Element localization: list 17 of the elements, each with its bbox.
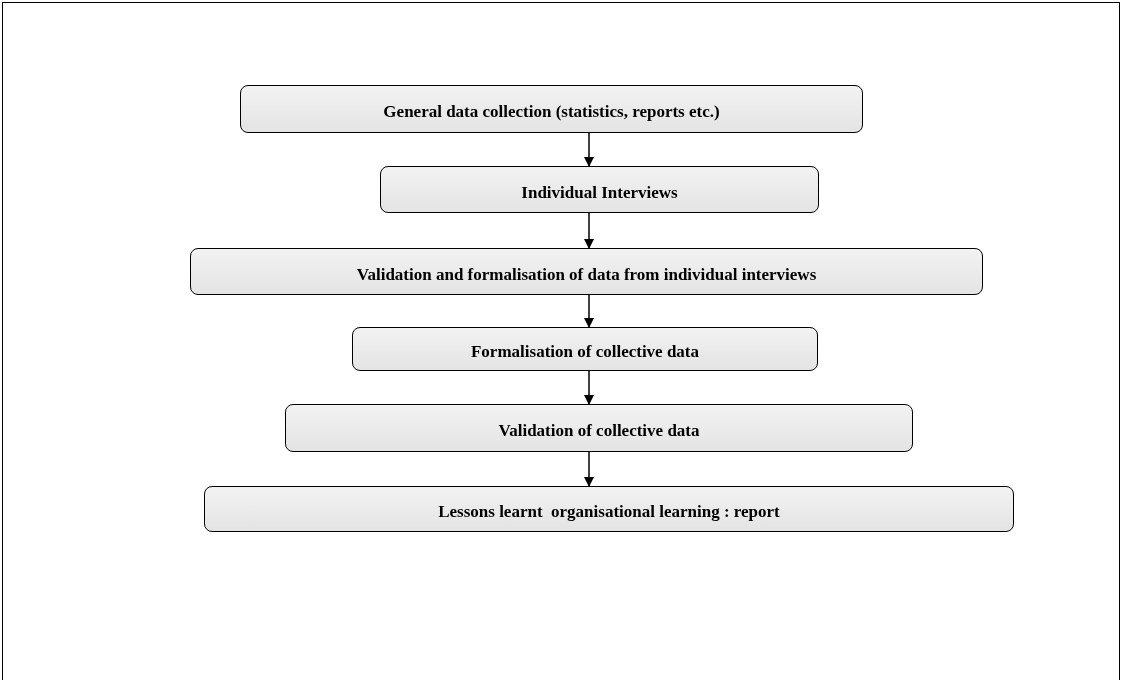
arrow [584, 451, 594, 487]
box-label: Validation of collective data [498, 420, 700, 441]
arrow [584, 294, 594, 328]
box-label: Lessons learnt organisational learning : report [438, 501, 780, 522]
process-box [352, 327, 818, 371]
process-box [240, 85, 863, 133]
arrow [584, 212, 594, 249]
arrow [584, 370, 594, 405]
box-label: Individual Interviews [521, 181, 678, 203]
process-box [380, 166, 819, 213]
process-box [204, 486, 1014, 532]
arrow [584, 132, 594, 167]
box-label: Validation and formalisation of data from individual interviews [356, 263, 817, 285]
box-label: Formalisation of collective data [471, 341, 699, 362]
process-box [285, 404, 913, 452]
box-label: General data collection (statistics, reports etc.) [383, 101, 720, 122]
process-box [190, 248, 983, 295]
